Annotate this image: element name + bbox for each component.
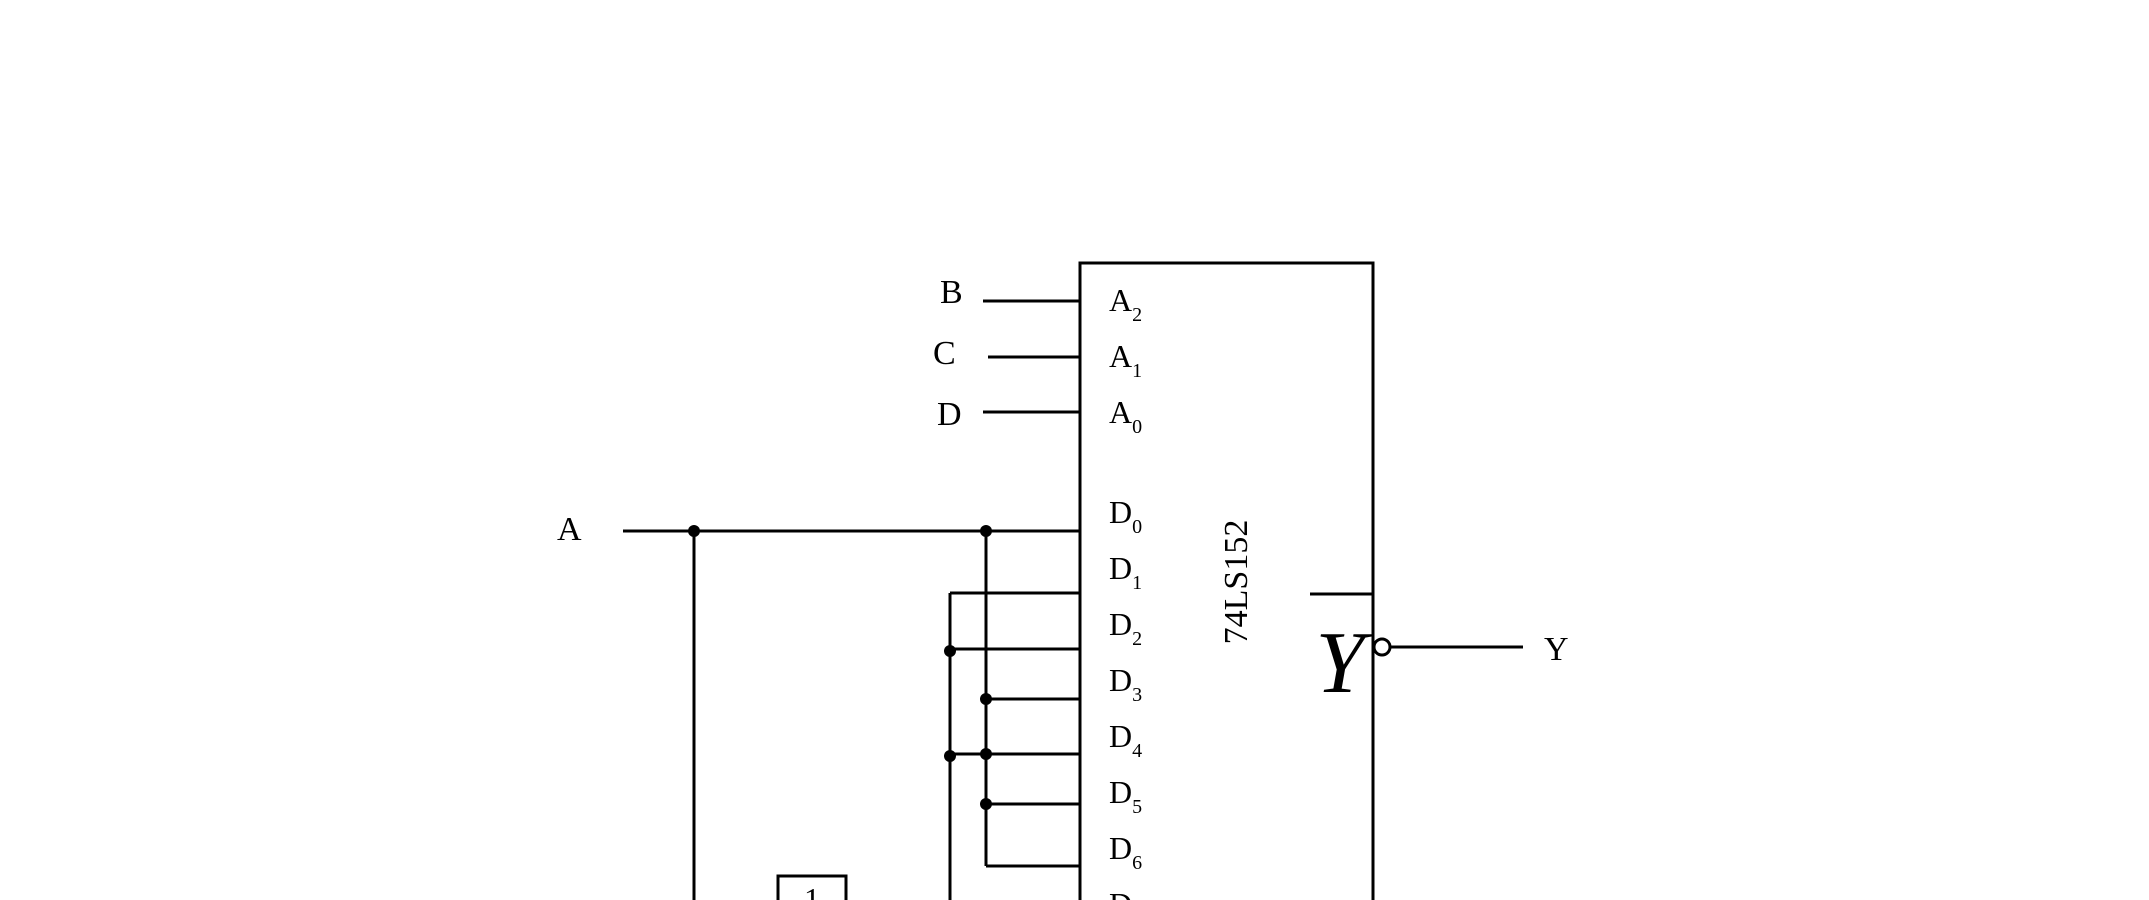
pin-d1: D1 xyxy=(1109,550,1142,594)
pin-d7-letter: D xyxy=(1109,886,1132,900)
input-label-b: B xyxy=(940,274,963,311)
pin-d3-letter: D xyxy=(1109,662,1132,698)
pin-d0-sub: 0 xyxy=(1132,516,1142,538)
junction-a-left xyxy=(688,525,700,537)
junction-d2 xyxy=(944,645,956,657)
pin-d6-sub: 6 xyxy=(1132,852,1142,874)
junction-d4-right xyxy=(980,748,992,760)
pin-d5-letter: D xyxy=(1109,774,1132,810)
junction-d3 xyxy=(980,693,992,705)
pin-a0: A0 xyxy=(1109,394,1142,438)
inverter-gate xyxy=(776,874,848,900)
pin-a1-letter: A xyxy=(1109,338,1132,374)
pin-a0-letter: A xyxy=(1109,394,1132,430)
input-label-c: C xyxy=(933,335,956,372)
pin-a1: A1 xyxy=(1109,338,1142,382)
pin-d6: D6 xyxy=(1109,830,1142,874)
pin-d0: D0 xyxy=(1109,494,1142,538)
inverter-label: 1 xyxy=(804,881,820,900)
output-label-y: Y xyxy=(1544,631,1569,668)
input-label-a: A xyxy=(557,511,582,548)
junction-d4-left xyxy=(944,750,956,762)
junction-d5 xyxy=(980,798,992,810)
pin-d1-letter: D xyxy=(1109,550,1132,586)
pin-d4: D4 xyxy=(1109,718,1142,762)
pin-d4-sub: 4 xyxy=(1132,740,1142,762)
pin-d5: D5 xyxy=(1109,774,1142,818)
pin-d5-sub: 5 xyxy=(1132,796,1142,818)
input-label-d: D xyxy=(937,396,962,433)
pin-d2-letter: D xyxy=(1109,606,1132,642)
pin-a2-letter: A xyxy=(1109,282,1132,318)
pin-d7: D xyxy=(1109,886,1132,900)
output-inversion-bubble xyxy=(1372,637,1392,657)
pin-a2-sub: 2 xyxy=(1132,304,1142,326)
pin-d1-sub: 1 xyxy=(1132,572,1142,594)
pin-d2: D2 xyxy=(1109,606,1142,650)
pin-a0-sub: 0 xyxy=(1132,416,1142,438)
pin-a2: A2 xyxy=(1109,282,1142,326)
pin-d4-letter: D xyxy=(1109,718,1132,754)
pin-d0-letter: D xyxy=(1109,494,1132,530)
pin-d6-letter: D xyxy=(1109,830,1132,866)
pin-d3-sub: 3 xyxy=(1132,684,1142,706)
chip-label: 74LS152 xyxy=(1218,520,1255,645)
pin-d3: D3 xyxy=(1109,662,1142,706)
output-pin-name: Y xyxy=(1316,615,1373,712)
pin-a1-sub: 1 xyxy=(1132,360,1142,382)
pin-d2-sub: 2 xyxy=(1132,628,1142,650)
